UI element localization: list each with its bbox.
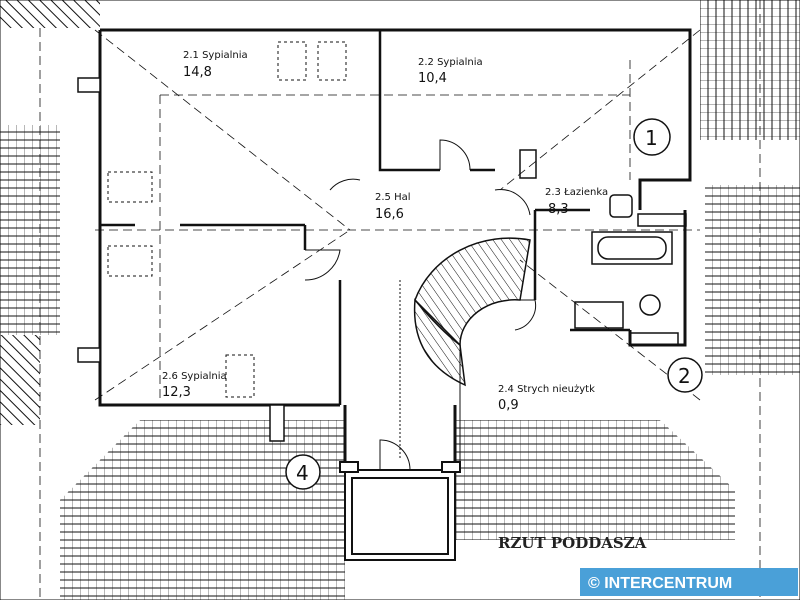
marker-label: 2: [678, 364, 691, 388]
room-area: 10,4: [418, 71, 447, 86]
room-area: 12,3: [162, 385, 191, 400]
room-area: 8,3: [548, 202, 569, 217]
watermark: © INTERCENTRUM: [580, 568, 798, 596]
exterior-walls: [98, 28, 692, 470]
bathroom-fixtures: [519, 149, 687, 346]
marker-label: 4: [296, 461, 309, 485]
roof-ridge-lines: [39, 0, 761, 600]
room-name: 2.2 Sypialnia: [418, 57, 483, 68]
spiral-staircase: [399, 237, 531, 470]
watermark-text: © INTERCENTRUM: [588, 575, 732, 592]
room-name: 2.4 Strych nieużytk: [498, 384, 595, 395]
interior-walls: [100, 30, 630, 405]
section-markers: 1 2 4: [285, 118, 703, 490]
door-swings: [304, 139, 537, 471]
room-area: 0,9: [498, 398, 519, 413]
skylights: [107, 41, 347, 398]
room-area: 16,6: [375, 207, 404, 222]
room-labels: 2.1 Sypialnia 14,8 2.2 Sypialnia 10,4 2.…: [162, 50, 608, 413]
room-name: 2.5 Hal: [375, 192, 411, 203]
room-name: 2.3 Łazienka: [545, 187, 608, 198]
room-name: 2.1 Sypialnia: [183, 50, 248, 61]
room-name: 2.6 Sypialnia: [162, 371, 227, 382]
room-area: 14,8: [183, 65, 212, 80]
balcony: [339, 461, 461, 561]
vent-boxes: [77, 77, 285, 442]
marker-label: 1: [645, 126, 658, 150]
plan-title: RZUT PODDASZA: [498, 534, 647, 552]
